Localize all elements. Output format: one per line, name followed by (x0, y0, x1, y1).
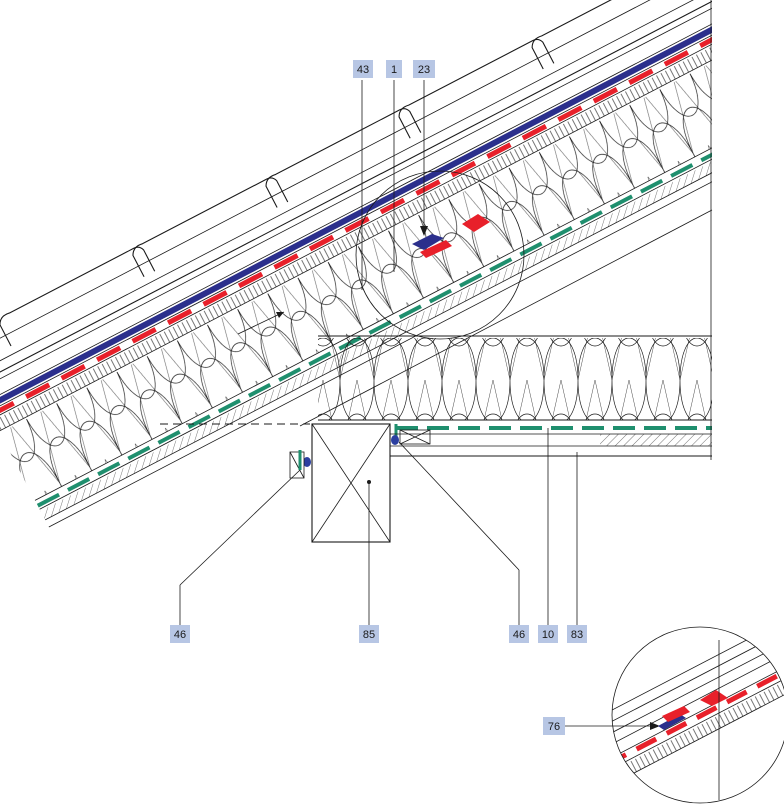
ceiling-lining-hatch (600, 434, 712, 446)
label-46-left: 46 (170, 625, 190, 643)
membrane-blue-layer (0, 0, 712, 410)
vapour-barrier-sloped (36, 0, 712, 508)
label-10: 10 (538, 625, 558, 643)
insulation-horizontal (318, 338, 712, 420)
label-46-right: 46 (509, 625, 529, 643)
svg-text:43: 43 (357, 64, 369, 76)
overlap-detail (412, 214, 490, 258)
svg-text:46: 46 (174, 629, 186, 641)
svg-text:1: 1 (391, 64, 397, 76)
ventilation-arrow (237, 311, 285, 335)
svg-text:10: 10 (542, 629, 554, 641)
svg-text:83: 83 (571, 629, 583, 641)
beam-85 (311, 423, 391, 543)
label-83: 83 (567, 625, 587, 643)
seal-right (391, 435, 399, 445)
sloped-roof-assembly (0, 0, 712, 528)
label-43: 43 (353, 60, 373, 78)
fibreboard-layer (0, 0, 712, 432)
detail-circle (355, 170, 525, 340)
insulation-sloped (0, 0, 712, 501)
detail-circle-76-outline (611, 626, 784, 804)
svg-text:76: 76 (548, 721, 560, 733)
rafter-line (299, 209, 713, 427)
roof-tiles (0, 0, 712, 386)
svg-text:23: 23 (418, 64, 430, 76)
svg-text:85: 85 (363, 629, 375, 641)
label-76: 76 (543, 717, 565, 735)
label-85: 85 (359, 625, 379, 643)
ceiling-assembly (160, 335, 712, 457)
ceiling-batten (399, 429, 431, 445)
label-23: 23 (413, 60, 435, 78)
label-1: 1 (386, 60, 402, 78)
lining-board-sloped (40, 0, 712, 520)
svg-text:46: 46 (513, 629, 525, 641)
leader-lines (179, 80, 656, 727)
seal-left (303, 457, 311, 467)
